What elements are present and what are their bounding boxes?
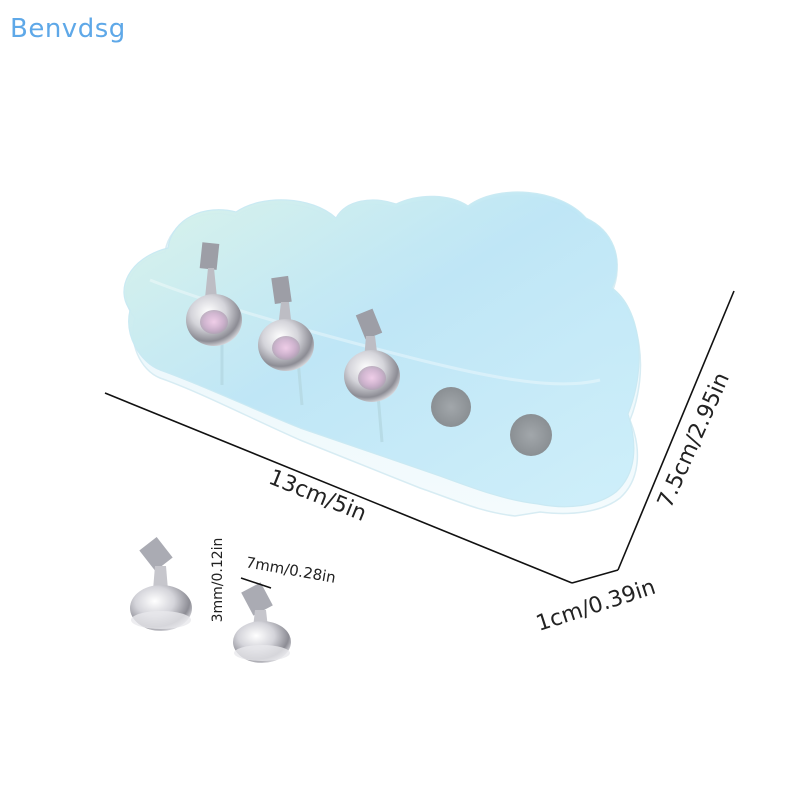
length-label: 13cm/5in (265, 465, 370, 527)
width-dimension-line (617, 290, 735, 571)
holder-base-glint (272, 336, 300, 360)
holder-base-rim (234, 645, 290, 661)
nail-holder (186, 242, 242, 385)
pin-diameter-label: 7mm/0.28in (245, 553, 338, 587)
nail-holder (258, 275, 314, 406)
cloud-board-top (123, 191, 640, 508)
holder-base-glint (358, 366, 386, 390)
loose-nail-holder (233, 582, 291, 663)
holder-tab (271, 275, 292, 304)
magnet-dot (431, 387, 471, 427)
holder-tab (355, 308, 383, 340)
holder-reflection (376, 394, 384, 443)
holder-tab (139, 536, 173, 572)
holder-neck (205, 268, 217, 298)
magnet-dot (510, 414, 552, 456)
pin-height-label: 3mm/0.12in (210, 538, 226, 623)
holder-neck (153, 566, 168, 590)
loose-nail-holder (130, 536, 192, 631)
holder-tab (241, 582, 273, 616)
holder-tab (199, 242, 220, 270)
holder-base-rim (131, 611, 191, 629)
width-label: 7.5cm/2.95in (653, 369, 735, 512)
thickness-dimension-line (571, 569, 619, 584)
holder-base-glint (200, 310, 228, 334)
pin-diameter-marker (240, 577, 272, 589)
nail-holder (344, 308, 400, 443)
length-dimension-line (104, 392, 573, 584)
brand-watermark: Benvdsg (10, 14, 126, 44)
thickness-label: 1cm/0.39in (533, 575, 659, 637)
